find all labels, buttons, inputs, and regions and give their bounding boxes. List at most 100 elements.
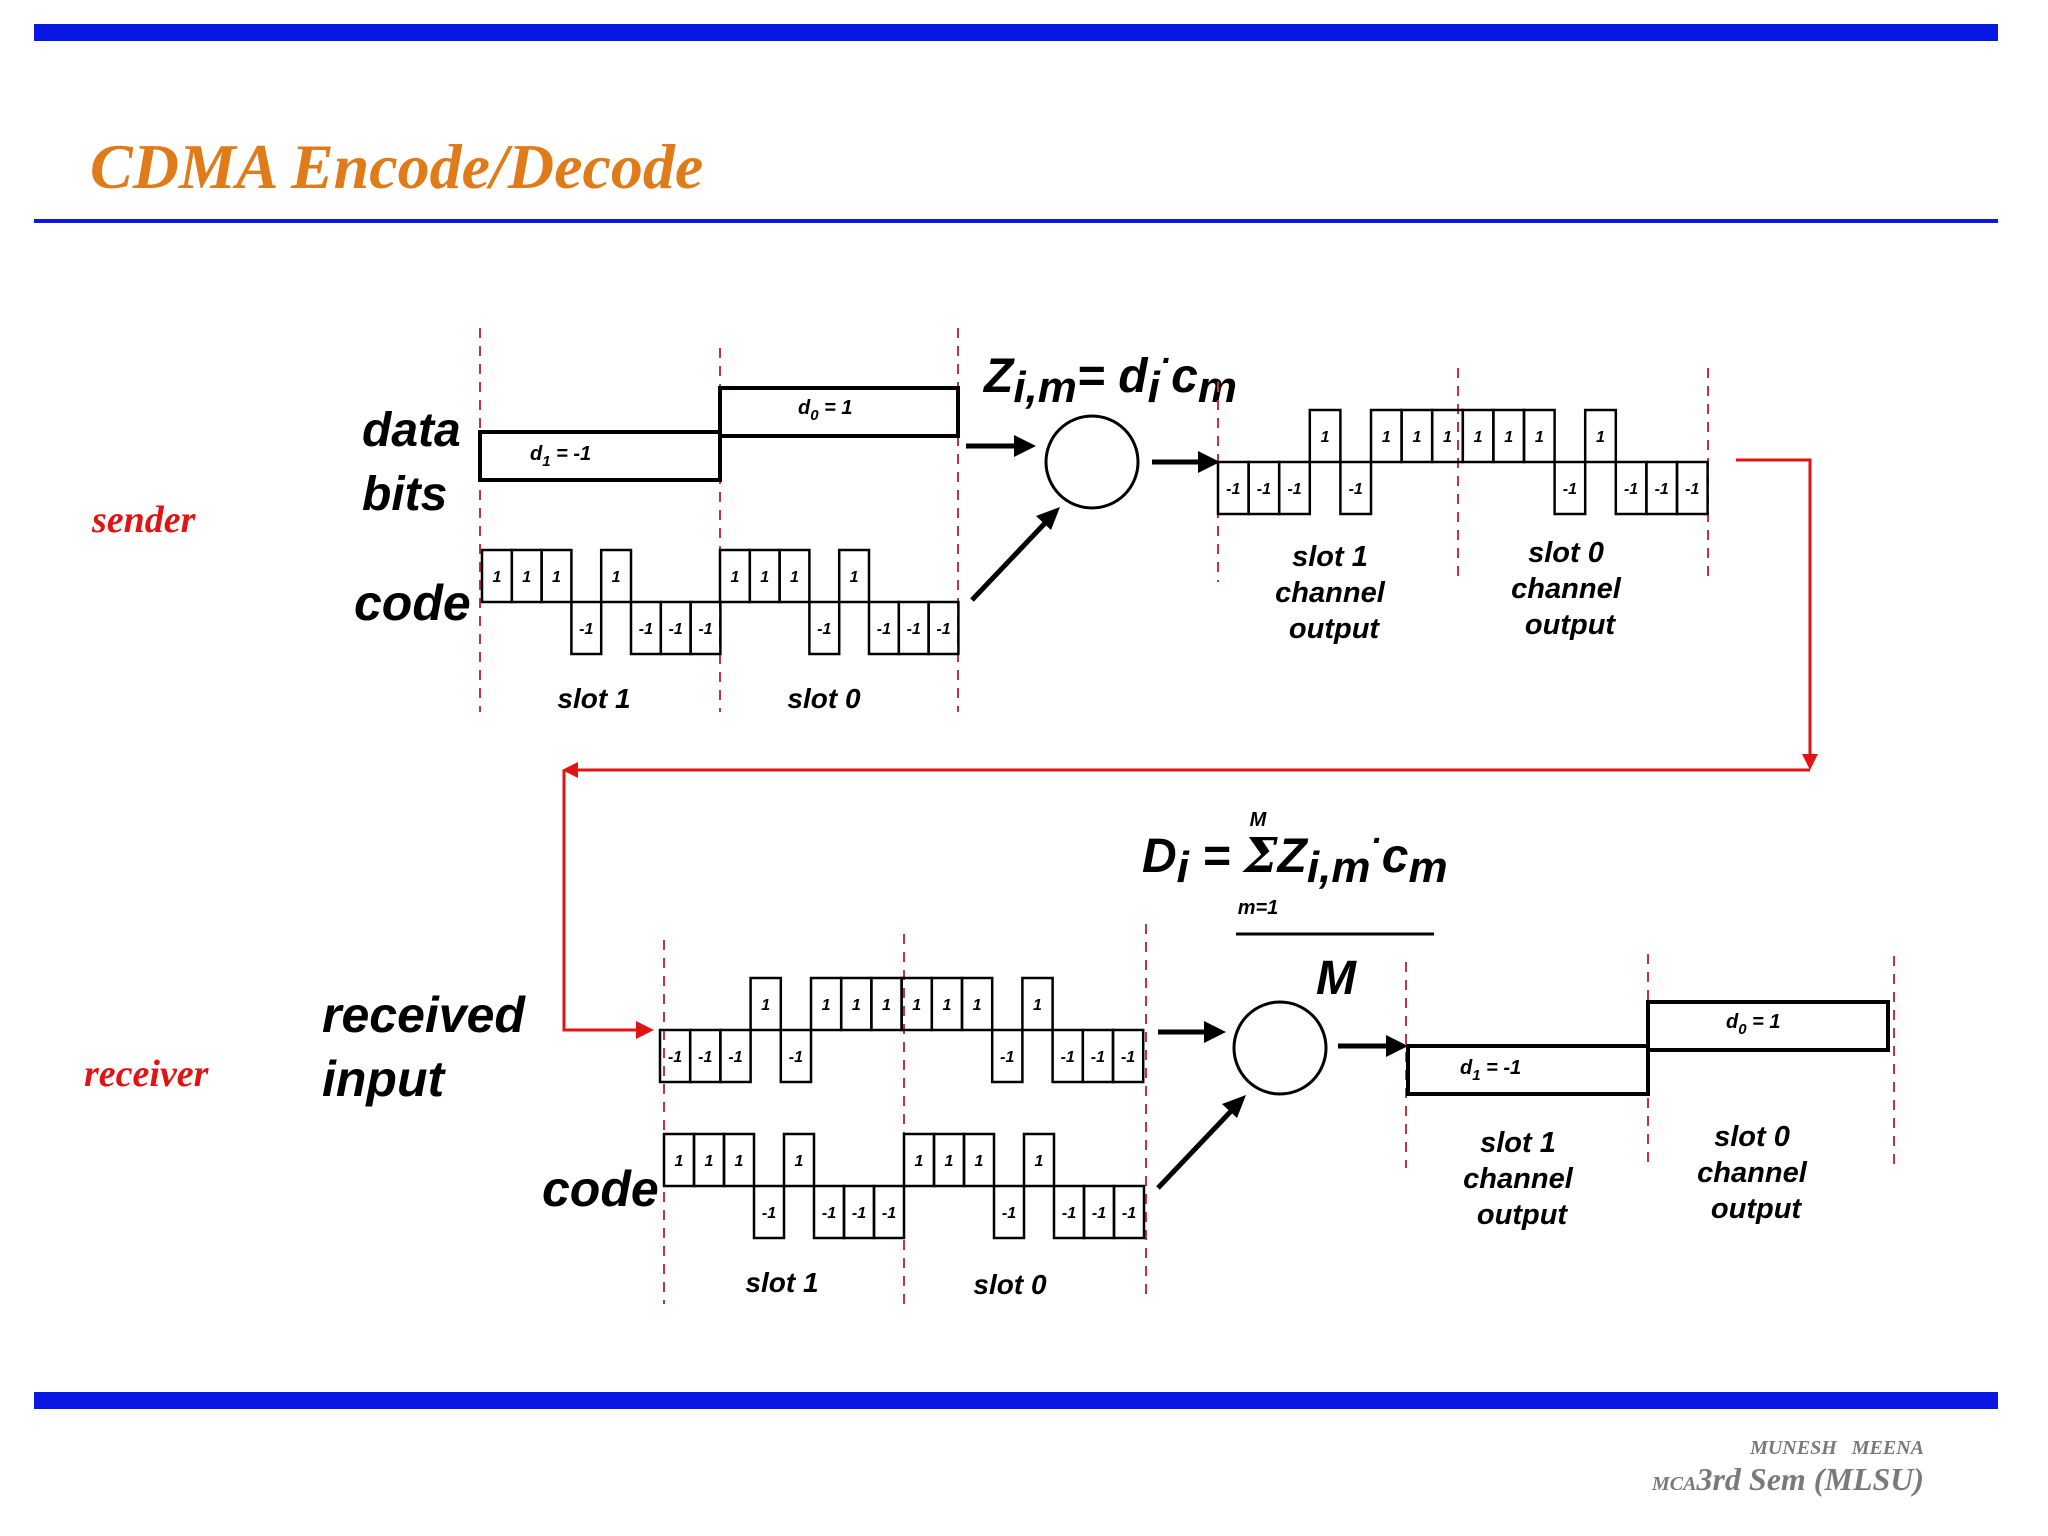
code-chip-label: 1: [675, 1153, 684, 1170]
arrow-head: [1198, 451, 1220, 473]
code-chip-label: -1: [1091, 1049, 1105, 1066]
code-chip: [689, 600, 722, 656]
code-chip-label: -1: [1257, 481, 1271, 498]
code-chip: [749, 976, 783, 1032]
title-underline: [34, 219, 1998, 223]
fraction-denominator: M: [1316, 952, 1357, 1005]
decode-formula-main: Di = ΣZi,m·cm: [1142, 822, 1448, 892]
code-chip-label: 1: [735, 1153, 744, 1170]
arrow-head: [1386, 1035, 1408, 1057]
arrow-head: [1222, 1095, 1246, 1118]
code-chip-label: 1: [1474, 429, 1483, 446]
code-chip: [1675, 460, 1709, 516]
decoded-bit-slot1-label: d1 = -1: [1460, 1057, 1521, 1084]
sender-out-slot0-label: slot 0 channel output: [1511, 537, 1629, 641]
top-rule: [34, 24, 1998, 41]
sender-slot1-label: slot 1: [557, 683, 630, 714]
code-chip: [1022, 1132, 1056, 1188]
code-chip: [719, 1028, 752, 1084]
sender-label: sender: [91, 499, 197, 541]
data-bit-slot0: [718, 386, 960, 438]
sender-code-label: code: [354, 575, 471, 631]
data-bit-slot1-label: d1 = -1: [530, 443, 591, 470]
code-chip: [1583, 408, 1618, 464]
code-chip: [1021, 976, 1054, 1032]
code-chip-label: 1: [975, 1153, 984, 1170]
code-chip-label: 1: [1596, 429, 1605, 446]
code-chip: [927, 600, 960, 656]
data-bits-label-2: bits: [362, 468, 447, 521]
code-arrow: [1156, 1106, 1236, 1190]
code-chip-label: 1: [552, 569, 561, 586]
arrow-head: [1014, 435, 1036, 457]
channel-line: [562, 770, 638, 1032]
code-chip-label: -1: [639, 621, 653, 638]
code-chip: [1111, 1028, 1145, 1084]
code-chip-label: -1: [668, 1049, 682, 1066]
decoded-bit-slot0-label: d0 = 1: [1726, 1011, 1780, 1038]
code-chip-label: -1: [1061, 1049, 1075, 1066]
code-chip-label: 1: [1443, 429, 1452, 446]
code-chip-label: 1: [915, 1153, 924, 1170]
channel-path: [562, 458, 1818, 1039]
receiver-out-slot1-label: slot 1 channel output: [1463, 1127, 1581, 1231]
code-chip-label: 1: [882, 997, 891, 1014]
code-arrow: [970, 518, 1050, 602]
receiver-slot0-label: slot 0: [973, 1269, 1047, 1300]
code-chip-label: -1: [669, 621, 683, 638]
correlator-node: [1232, 1000, 1328, 1096]
code-chip: [992, 1184, 1026, 1240]
code-chip-label: -1: [1092, 1205, 1106, 1222]
code-chip-label: -1: [877, 621, 891, 638]
code-chip-label: 1: [730, 569, 739, 586]
code-chip-label: -1: [882, 1205, 896, 1222]
code-chip-label: 1: [973, 997, 982, 1014]
data-bit-slot0-label: d0 = 1: [798, 397, 852, 424]
receiver-label: receiver: [84, 1053, 210, 1095]
code-chip-label: 1: [1035, 1153, 1044, 1170]
decoded-bit-slot0: [1646, 1000, 1890, 1052]
code-chip: [1308, 408, 1342, 464]
code-chip-label: 1: [790, 569, 799, 586]
receiver-code-label: code: [542, 1161, 659, 1217]
channel-line: [1736, 458, 1812, 758]
code-chip-label: -1: [1122, 1205, 1136, 1222]
code-chip: [1277, 460, 1312, 516]
footer-course: MCA3rd Sem (MLSU): [1651, 1461, 1924, 1497]
channel-arrow-head: [636, 1021, 654, 1039]
code-chip: [752, 1184, 786, 1240]
code-chip: [540, 548, 573, 604]
code-chip-label: -1: [698, 1049, 712, 1066]
receiver-slot1-label: slot 1: [745, 1267, 818, 1298]
code-chip-label: 1: [1504, 429, 1513, 446]
code-chip: [837, 548, 871, 604]
code-chip: [778, 548, 811, 604]
sum-upper-limit: M: [1250, 809, 1268, 831]
receiver-out-slot0-label: slot 0 channel output: [1697, 1121, 1815, 1225]
code-chip-label: -1: [936, 621, 950, 638]
code-chip-label: 1: [822, 997, 831, 1014]
code-chip: [990, 1028, 1024, 1084]
code-chip: [808, 600, 841, 656]
code-chip-label: -1: [728, 1049, 742, 1066]
code-chip-label: 1: [1321, 429, 1330, 446]
decoded-bit-slot1: [1406, 1044, 1650, 1096]
code-chip-label: 1: [1033, 997, 1042, 1014]
code-chip: [782, 1132, 816, 1188]
code-chip: [872, 1184, 906, 1240]
code-chip-label: -1: [762, 1205, 776, 1222]
code-chip-label: -1: [579, 621, 593, 638]
code-chip-label: -1: [1226, 481, 1240, 498]
code-chip: [599, 548, 633, 604]
code-chip-label: 1: [1535, 429, 1544, 446]
code-chip-label: 1: [852, 997, 861, 1014]
code-chip: [1112, 1184, 1146, 1240]
arrow-head: [1204, 1021, 1226, 1043]
code-chip-label: -1: [1349, 481, 1363, 498]
